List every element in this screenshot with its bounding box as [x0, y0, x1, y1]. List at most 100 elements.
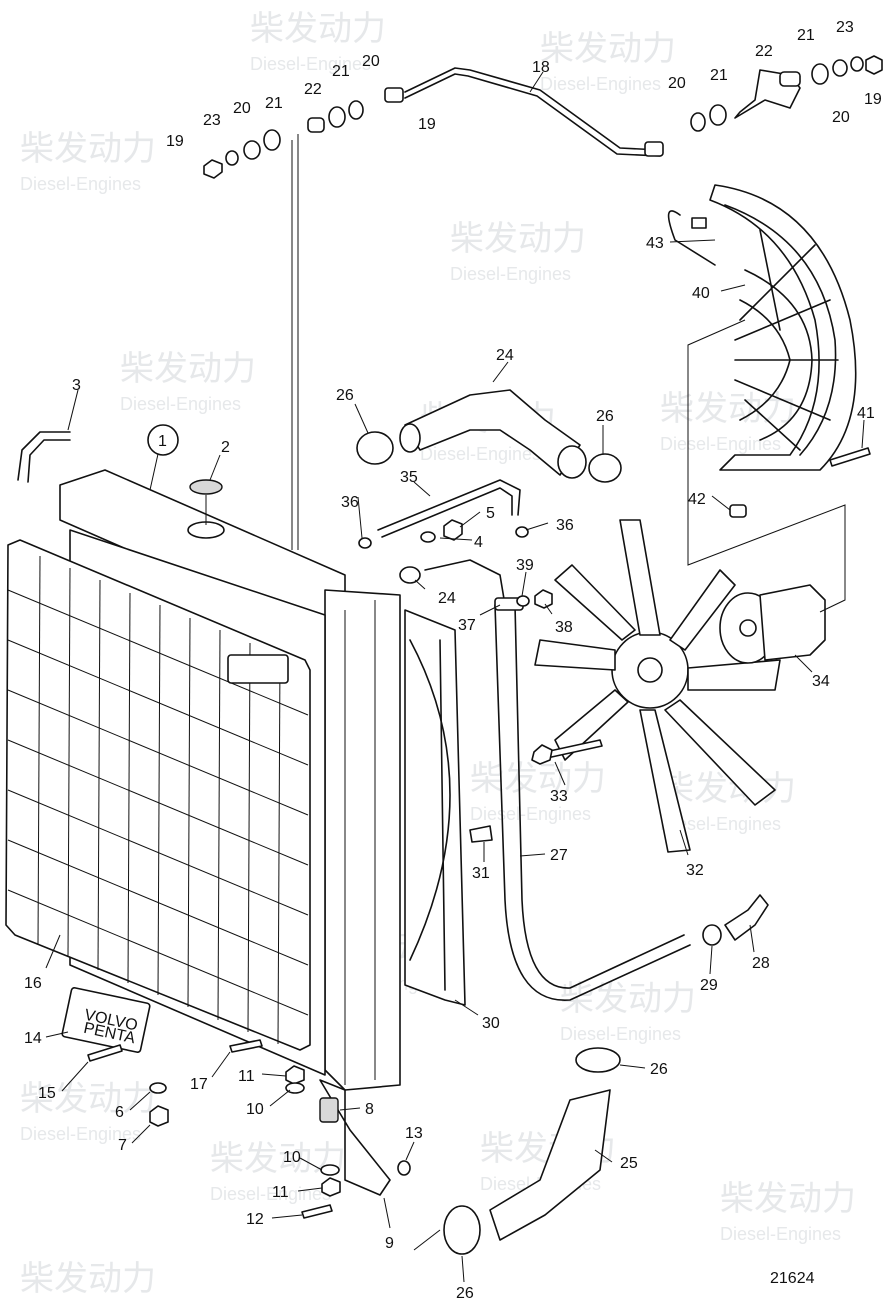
svg-text:柴发动力: 柴发动力 — [120, 350, 256, 388]
callout-27: 27 — [550, 847, 568, 864]
callout-18: 18 — [532, 59, 550, 76]
callout-21-mid: 21 — [332, 63, 350, 80]
guard-clip — [667, 210, 716, 266]
washer-21-far-right — [811, 63, 829, 85]
shroud-screw-31 — [469, 825, 493, 843]
fan-blade — [534, 639, 616, 671]
washer-10-lower — [320, 1164, 340, 1176]
callout-14: 14 — [24, 1030, 42, 1047]
svg-text:柴发动力: 柴发动力 — [20, 130, 156, 168]
callout-26-bottom: 26 — [456, 1285, 474, 1302]
callout-6: 6 — [115, 1104, 124, 1121]
fan-center-bore — [637, 657, 663, 683]
washer-36-left — [358, 537, 372, 549]
fan-bolt-head — [531, 744, 553, 765]
svg-text:柴发动力: 柴发动力 — [250, 10, 386, 48]
guard-clip-tab — [691, 217, 707, 229]
svg-text:Diesel-Engines: Diesel-Engines — [20, 1124, 141, 1144]
callout-labels: 1 2 3 4 5 6 7 8 9 10 10 11 11 12 13 14 1… — [24, 19, 882, 1302]
callout-2: 2 — [221, 439, 230, 456]
callout-43: 43 — [646, 235, 664, 252]
cooling-fan — [531, 519, 826, 853]
radiator-assembly — [5, 431, 401, 1196]
lower-hose — [489, 1089, 611, 1241]
nut-11-lower — [321, 1177, 341, 1197]
washer-39 — [516, 595, 530, 607]
fan-shroud — [404, 609, 466, 1006]
svg-text:柴发动力: 柴发动力 — [660, 390, 796, 428]
washer-10-upper — [285, 1082, 305, 1094]
callout-15: 15 — [38, 1085, 56, 1102]
guard-mesh — [7, 555, 309, 1045]
washer-6 — [149, 1082, 167, 1094]
rubber-mount — [319, 1097, 339, 1123]
callout-37: 37 — [458, 617, 476, 634]
watermark-layer: 柴发动力 Diesel-Engines 柴发动力 Diesel-Engines … — [20, 10, 856, 1298]
radiator-side-member — [324, 589, 401, 1091]
svg-text:柴发动力: 柴发动力 — [560, 980, 696, 1018]
guard-bolt — [829, 447, 871, 467]
upper-hose — [404, 389, 581, 476]
callout-40: 40 — [692, 285, 710, 302]
svg-text:Diesel-Engines: Diesel-Engines — [250, 54, 371, 74]
callout-11-lower: 11 — [272, 1184, 289, 1201]
elbow-fitting — [724, 894, 769, 941]
svg-text:Diesel-Engines: Diesel-Engines — [120, 394, 241, 414]
callout-21-left: 21 — [265, 95, 283, 112]
fan-blade — [554, 564, 636, 641]
callout-20-far-right: 20 — [832, 109, 850, 126]
callout-21-far-right: 21 — [797, 27, 815, 44]
screw-17 — [229, 1039, 263, 1053]
callout-7: 7 — [118, 1137, 127, 1154]
svg-text:柴发动力: 柴发动力 — [20, 1260, 156, 1298]
guard-spacer — [729, 504, 747, 518]
washer-23-right — [850, 56, 864, 72]
svg-text:柴发动力: 柴发动力 — [720, 1180, 856, 1218]
washer-20-right — [690, 112, 706, 132]
hose-clamp-29 — [702, 924, 722, 946]
callout-24-upper: 24 — [496, 347, 514, 364]
callout-29: 29 — [700, 977, 718, 994]
drawing-number: 21624 — [770, 1270, 815, 1287]
fan-blade — [687, 659, 781, 691]
callout-13: 13 — [405, 1125, 423, 1142]
screw-12 — [301, 1204, 333, 1219]
coolant-hose — [494, 604, 691, 1001]
callout-20-right: 20 — [668, 75, 686, 92]
callout-34: 34 — [812, 673, 830, 690]
fan-blade — [669, 569, 736, 651]
callout-17: 17 — [190, 1076, 208, 1093]
washer-13 — [397, 1160, 411, 1176]
callout-25: 25 — [620, 1155, 638, 1172]
nut-19-left — [203, 159, 223, 179]
callout-26-upper-right: 26 — [596, 408, 614, 425]
callout-26-lower-right: 26 — [650, 1061, 668, 1078]
svg-text:Diesel-Engines: Diesel-Engines — [470, 804, 591, 824]
svg-text:Diesel-Engines: Diesel-Engines — [210, 1184, 331, 1204]
screw-15 — [87, 1044, 123, 1062]
callout-19-mid: 19 — [418, 116, 436, 133]
nut-19-right — [865, 55, 883, 75]
shroud-frame — [404, 609, 466, 1006]
bolt-7 — [149, 1105, 169, 1127]
callout-31: 31 — [472, 865, 490, 882]
callout-26-upper-left: 26 — [336, 387, 354, 404]
banjo-fitting-right — [644, 141, 664, 157]
callout-10-lower: 10 — [283, 1149, 301, 1166]
upper-hose-outlet — [557, 445, 587, 479]
callout-23-left: 23 — [203, 112, 221, 129]
callout-4: 4 — [474, 534, 483, 551]
washer-4 — [420, 531, 436, 543]
washer-36-right — [515, 526, 529, 538]
bleed-pipe — [404, 67, 661, 151]
callout-9: 9 — [385, 1235, 394, 1252]
callout-39: 39 — [516, 557, 534, 574]
callout-32: 32 — [686, 862, 704, 879]
upper-hose-end — [399, 423, 421, 453]
washer-20-far-left — [243, 140, 261, 160]
callout-21-right: 21 — [710, 67, 728, 84]
svg-text:柴发动力: 柴发动力 — [450, 220, 586, 258]
hoses — [356, 389, 769, 1255]
fan-blade — [664, 699, 776, 806]
